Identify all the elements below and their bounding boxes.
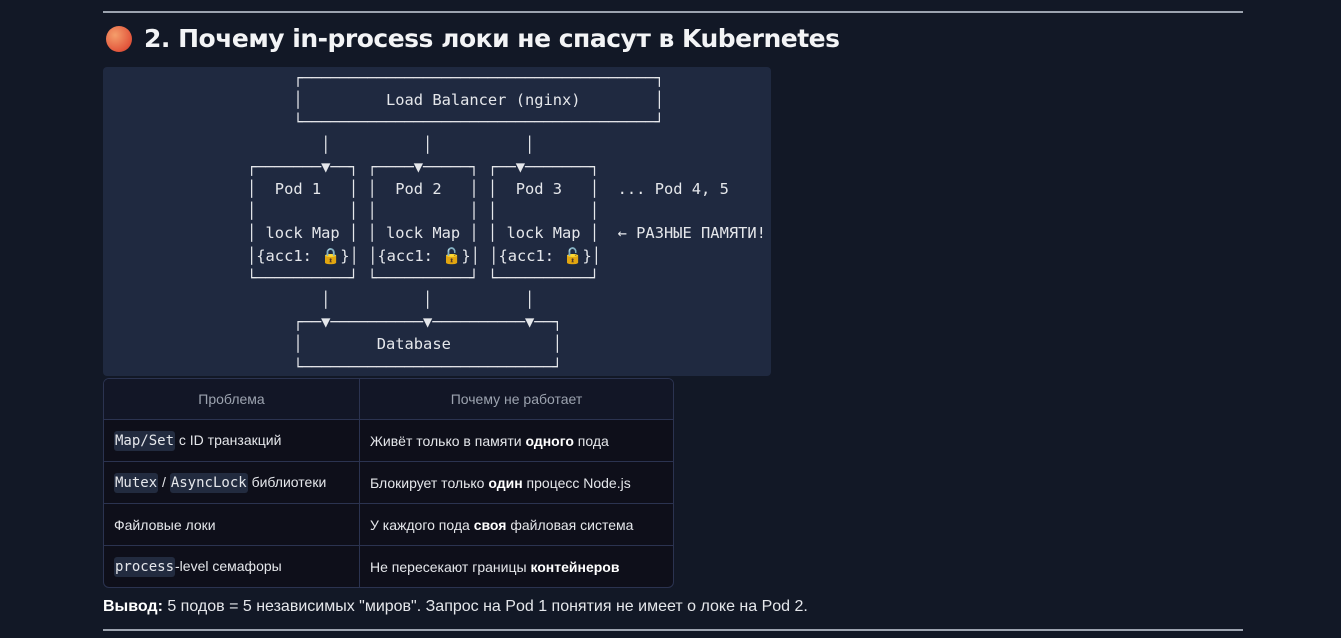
bold-text: одного <box>525 432 574 449</box>
table-row: Mutex / AsyncLock библиотеки Блокирует т… <box>104 462 673 504</box>
conclusion: Вывод: 5 подов = 5 независимых "миров". … <box>103 598 808 616</box>
orange-circle-icon <box>106 25 132 52</box>
diagram-line: ┌──────────────────────────────────────┐ <box>293 69 664 87</box>
problem-cell: Mutex / AsyncLock библиотеки <box>104 462 360 504</box>
cell-text: Файловые локи <box>114 516 216 533</box>
top-divider <box>103 11 1243 13</box>
conclusion-label: Вывод: <box>103 598 163 615</box>
diagram-line: │ lock Map │ │ lock Map │ │ lock Map │ ←… <box>247 224 766 243</box>
diagram-line: │ Load Balancer (nginx) │ <box>293 91 664 110</box>
inline-code: Map/Set <box>114 431 176 451</box>
problem-cell: Файловые локи <box>104 504 360 546</box>
diagram-line: │ │ │ <box>321 135 535 154</box>
bold-text: своя <box>473 516 507 533</box>
header-problem: Проблема <box>104 379 360 420</box>
table-row: Map/Set с ID транзакций Живёт только в п… <box>104 420 673 462</box>
architecture-diagram: ┌──────────────────────────────────────┐… <box>103 67 771 376</box>
cell-text: библиотеки <box>247 474 327 490</box>
problems-table: Проблема Почему не работает Map/Set с ID… <box>103 378 674 588</box>
cell-text: Блокирует только <box>370 474 489 491</box>
diagram-line: ┌───────▼──┐ ┌────▼─────┐ ┌──▼───────┐ <box>247 157 600 176</box>
bold-text: контейнеров <box>530 558 620 575</box>
reason-cell: У каждого пода своя файловая система <box>360 504 673 546</box>
cell-text: -level семафоры <box>175 558 282 574</box>
cell-text: У каждого пода <box>370 516 474 533</box>
ascii-diagram: ┌──────────────────────────────────────┐… <box>247 67 766 378</box>
conclusion-text: 5 подов = 5 независимых "миров". Запрос … <box>162 598 808 615</box>
diagram-line: │{acc1: 🔒}│ │{acc1: 🔓}│ │{acc1: 🔓}│ <box>247 246 601 265</box>
inline-code: Mutex <box>114 473 159 493</box>
reason-cell: Блокирует только один процесс Node.js <box>360 462 673 504</box>
diagram-line: └──────────────────────────────────────┘ <box>293 113 664 132</box>
problem-cell: process-level семафоры <box>104 546 360 587</box>
cell-text: процесс Node.js <box>522 474 631 491</box>
diagram-line: ┌──▼──────────▼──────────▼──┐ <box>293 313 563 332</box>
reason-cell: Живёт только в памяти одного пода <box>360 420 673 462</box>
inline-code: process <box>114 557 176 577</box>
cell-text: пода <box>573 432 609 449</box>
cell-text: с ID транзакций <box>175 432 282 448</box>
diagram-line: │ Pod 1 │ │ Pod 2 │ │ Pod 3 │ ... Pod 4,… <box>247 180 729 199</box>
diagram-line: │ Database │ <box>293 335 563 354</box>
inline-code: AsyncLock <box>169 473 248 493</box>
table-row: process-level семафоры Не пересекают гра… <box>104 546 673 587</box>
diagram-line: │ │ │ │ │ │ <box>247 202 600 221</box>
bottom-divider <box>103 629 1243 631</box>
diagram-line: └──────────┘ └──────────┘ └──────────┘ <box>247 268 600 287</box>
header-reason: Почему не работает <box>360 379 673 420</box>
section-title: 2. Почему in-process локи не спасут в Ku… <box>144 24 840 53</box>
diagram-line: └───────────────────────────┘ <box>293 357 563 376</box>
cell-text: Не пересекают границы <box>370 558 531 575</box>
cell-text: Живёт только в памяти <box>370 432 526 449</box>
bold-text: один <box>488 474 523 491</box>
cell-text: файловая система <box>506 516 634 533</box>
problem-cell: Map/Set с ID транзакций <box>104 420 360 462</box>
cell-text: / <box>158 474 170 490</box>
table-row: Файловые локи У каждого пода своя файлов… <box>104 504 673 546</box>
reason-cell: Не пересекают границы контейнеров <box>360 546 673 587</box>
diagram-line: │ │ │ <box>321 291 535 310</box>
section-heading: 2. Почему in-process локи не спасут в Ku… <box>106 24 840 53</box>
